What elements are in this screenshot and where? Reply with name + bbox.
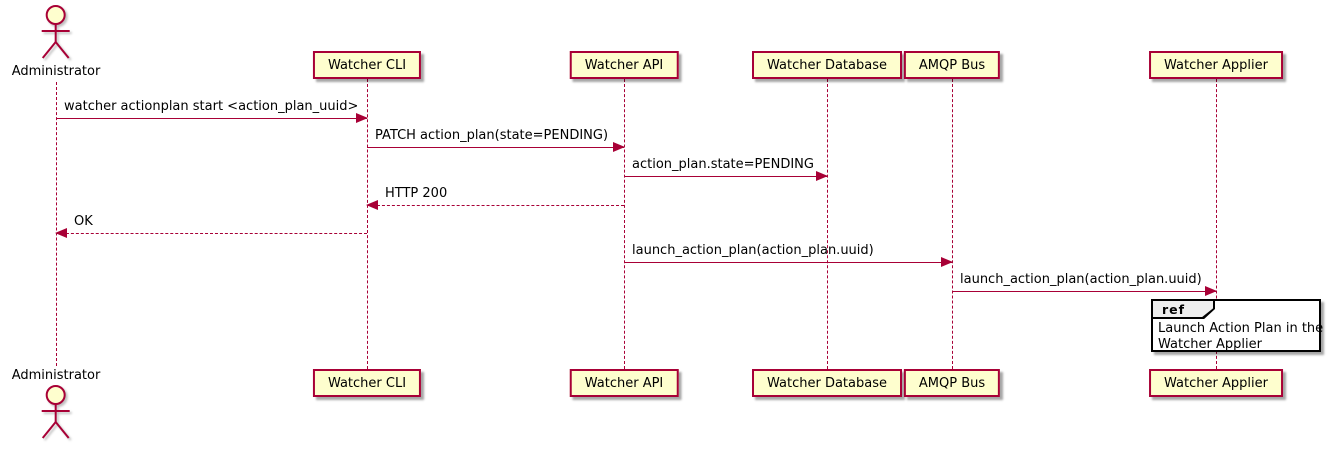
ref-body: Launch Action Plan in the Watcher Applie… [1153,301,1324,353]
message-line [624,262,952,263]
message-line [56,118,367,119]
actor-icon [42,5,70,59]
arrowhead-right-icon [816,171,828,181]
ref-text-line1: Launch Action Plan in the [1158,321,1324,336]
message-label: action_plan.state=PENDING [632,157,814,172]
message-label: OK [74,214,93,229]
message-line [367,205,624,206]
lifeline-watcher-applier [1216,79,1217,369]
ref-tab: ref [1151,299,1215,319]
message-label: PATCH action_plan(state=PENDING) [375,128,609,143]
participant-label: Watcher API [584,375,664,391]
ref-keyword: ref [1162,301,1186,317]
ref-fragment: ref Launch Action Plan in the Watcher Ap… [1151,299,1324,353]
participant-watcher-applier-top: Watcher Applier [1149,51,1283,79]
participant-label: Watcher Database [767,57,887,73]
lifeline-watcher-database [827,79,828,369]
message-line [56,233,367,234]
actor-label: Administrator [11,64,101,79]
message-line [367,147,624,148]
arrowhead-right-icon [356,113,368,123]
participant-label: Watcher CLI [327,375,407,391]
arrowhead-right-icon [941,257,953,267]
message-line [952,291,1216,292]
participant-watcher-applier-bottom: Watcher Applier [1149,369,1283,397]
participant-watcher-api-bottom: Watcher API [569,369,679,397]
participant-amqp-bus-bottom: AMQP Bus [903,369,1001,397]
participant-watcher-database-top: Watcher Database [752,51,902,79]
arrowhead-right-icon [613,142,625,152]
participant-label: Watcher Applier [1164,375,1268,391]
participant-label: Watcher CLI [327,57,407,73]
lifeline-watcher-api [624,79,625,369]
actor-icon [42,385,70,439]
participant-label: Watcher Applier [1164,57,1268,73]
actor-administrator-top: Administrator [11,4,101,79]
participant-label: AMQP Bus [918,375,986,391]
message-line [624,176,827,177]
participant-amqp-bus-top: AMQP Bus [903,51,1001,79]
actor-administrator-bottom: Administrator [11,368,101,442]
participant-watcher-api-top: Watcher API [569,51,679,79]
participant-watcher-cli-top: Watcher CLI [312,51,422,79]
participant-watcher-cli-bottom: Watcher CLI [312,369,422,397]
participant-label: Watcher API [584,57,664,73]
participant-label: Watcher Database [767,375,887,391]
arrowhead-left-icon [366,200,378,210]
participant-watcher-database-bottom: Watcher Database [752,369,902,397]
arrowhead-right-icon [1205,286,1217,296]
ref-tab-inner: ref [1153,301,1213,317]
participant-label: AMQP Bus [918,57,986,73]
ref-text-line2: Watcher Applier [1158,337,1262,352]
arrowhead-left-icon [55,228,67,238]
message-label: launch_action_plan(action_plan.uuid) [632,243,874,258]
actor-label: Administrator [11,368,101,383]
message-label: watcher actionplan start <action_plan_uu… [64,99,359,114]
lifeline-watcher-cli [367,79,368,369]
lifeline-amqp-bus [952,79,953,369]
lifeline-administrator [56,82,57,366]
message-label: launch_action_plan(action_plan.uuid) [960,272,1202,287]
message-label: HTTP 200 [385,186,448,201]
